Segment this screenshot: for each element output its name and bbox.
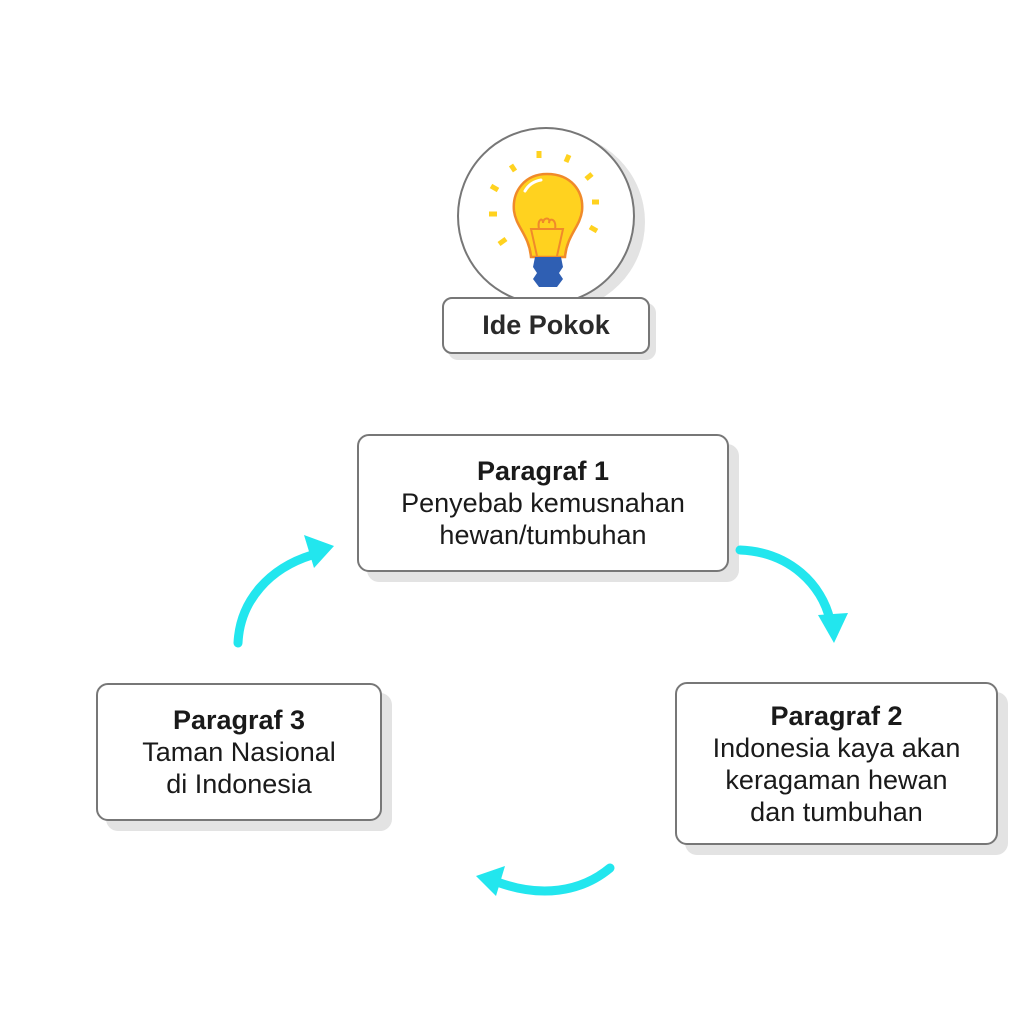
arrow-2-to-3	[495, 863, 615, 896]
arrowhead-icon	[818, 613, 848, 643]
paragraph-1-title: Paragraf 1	[476, 456, 610, 486]
paragraph-2-line: Indonesia kaya akan	[712, 732, 961, 763]
paragraph-1-line: Penyebab kemusnahan	[401, 488, 685, 518]
paragraph-2-box: Paragraf 2 Indonesia kaya akan keragaman…	[675, 682, 998, 845]
paragraph-1-box: Paragraf 1 Penyebab kemusnahan hewan/tum…	[357, 434, 729, 572]
main-idea-label: Ide Pokok	[442, 297, 650, 354]
paragraph-3-line: Taman Nasional	[142, 737, 336, 767]
paragraph-2-line: dan tumbuhan	[750, 796, 923, 827]
arrow-1-to-2	[735, 545, 835, 625]
paragraph-2-line: keragaman hewan	[725, 764, 948, 795]
paragraph-3-title: Paragraf 3	[172, 705, 306, 735]
paragraph-3-line: di Indonesia	[166, 769, 312, 799]
paragraph-2-title: Paragraf 2	[770, 700, 903, 731]
idea-circle	[457, 127, 635, 305]
arrowhead-icon	[304, 535, 334, 568]
paragraph-3-box: Paragraf 3 Taman Nasional di Indonesia	[96, 683, 382, 821]
arrowhead-icon	[476, 866, 505, 896]
arrow-3-to-1	[233, 550, 317, 648]
lightbulb-icon	[489, 151, 599, 287]
paragraph-1-line: hewan/tumbuhan	[439, 520, 647, 550]
